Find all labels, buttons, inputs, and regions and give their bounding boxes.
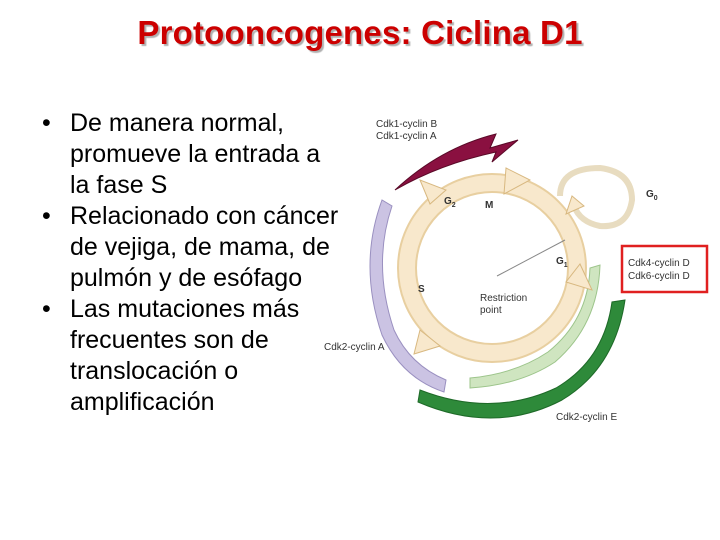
cdk6-cyclin-d-label: Cdk6-cyclin D — [628, 271, 690, 282]
s-label: S — [418, 284, 425, 295]
cdk1-cyclin-a-label: Cdk1-cyclin A — [376, 131, 437, 142]
cdk2-cyclin-e-label: Cdk2-cyclin E — [556, 412, 617, 423]
cdk1-cyclin-b-label: Cdk1-cyclin B — [376, 119, 437, 130]
cyclin-e-arc — [418, 300, 625, 418]
cyclin-d-highlight-box — [622, 246, 707, 292]
cdk2-cyclin-a-label: Cdk2-cyclin A — [324, 342, 385, 353]
cdk4-cyclin-d-label: Cdk4-cyclin D — [628, 258, 690, 269]
restriction-label: Restriction — [480, 293, 527, 304]
m-label: M — [485, 200, 493, 211]
restriction-line — [497, 240, 565, 276]
g1-label: G1 — [556, 256, 568, 269]
g0-label: G0 — [646, 189, 658, 202]
point-label: point — [480, 305, 502, 316]
